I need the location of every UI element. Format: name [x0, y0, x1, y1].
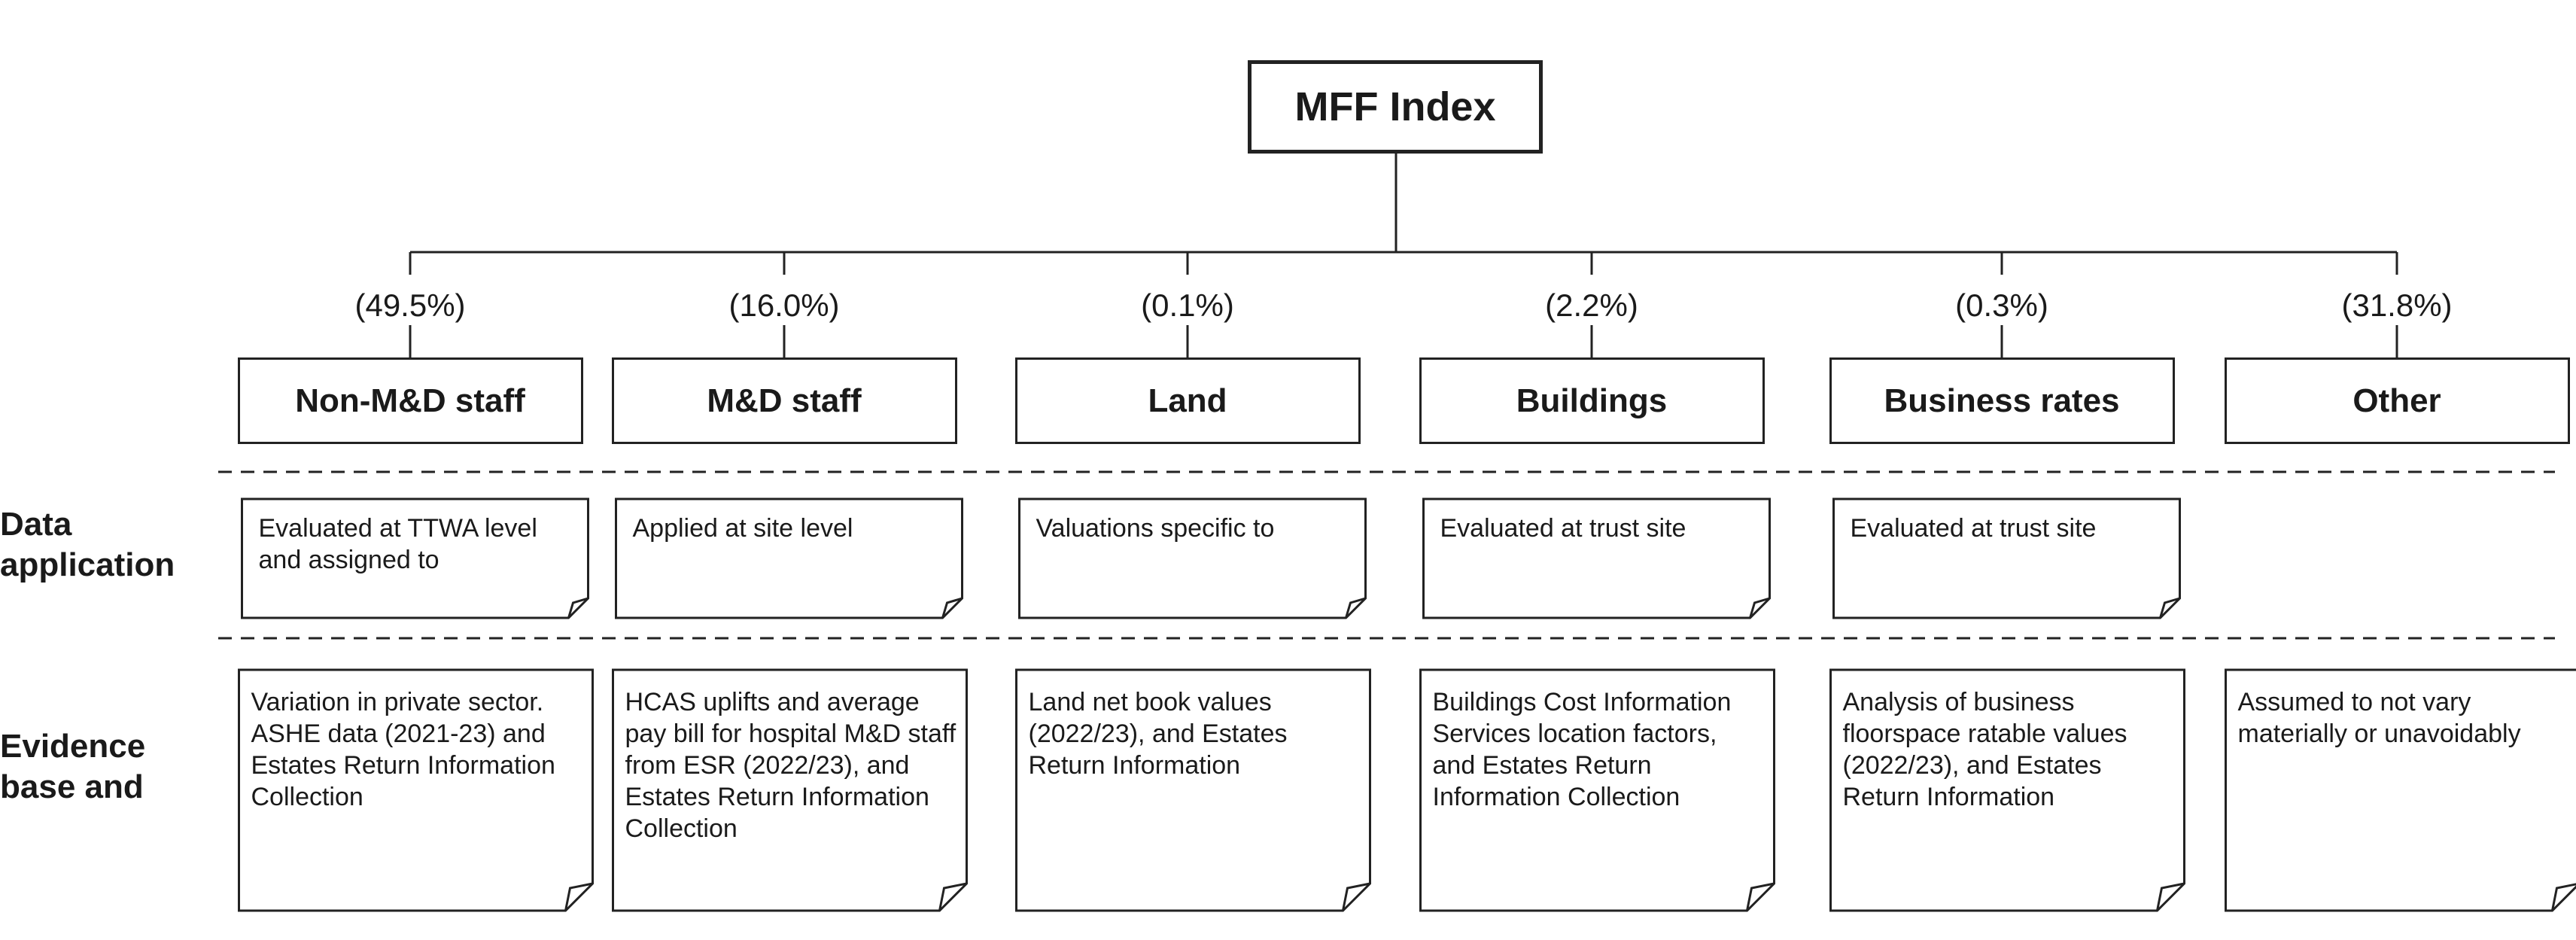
data-application-note-buildings: Evaluated at trust site: [1424, 499, 1770, 618]
note-text: Land net book values (2022/23), and Esta…: [1028, 688, 1288, 780]
weight-other: (31.8%): [2341, 287, 2453, 323]
category-label: Other: [2352, 382, 2441, 419]
category-label: Land: [1148, 382, 1227, 419]
category-node-buildings: Buildings: [1419, 357, 1765, 444]
data-application-note-2-fold: [1345, 597, 1366, 619]
evidence-note-1-fold: [938, 882, 967, 911]
category-node-md-staff: M&D staff: [611, 357, 957, 444]
category-node-non-md-staff: Non-M&D staff: [237, 357, 583, 444]
note-text: HCAS uplifts and average pay bill for ho…: [625, 688, 956, 843]
evidence-note-0-fold: [564, 882, 593, 911]
weight-business-rates: (0.3%): [1955, 287, 2048, 323]
data-application-note-4-fold: [2159, 597, 2180, 619]
note-text: Assumed to not vary materially or unavoi…: [2237, 688, 2521, 748]
evidence-note-buildings: Buildings Cost Information Services loca…: [1421, 670, 1775, 911]
note-text: Valuations specific to: [1036, 514, 1275, 543]
evidence-note-5-shape: [2225, 668, 2576, 912]
data-application-note-land: Valuations specific to: [1020, 499, 1366, 618]
note-text: Evaluated at trust site: [1850, 514, 2097, 543]
data-application-note-0-fold: [567, 597, 588, 619]
note-text: Variation in private sector. ASHE data (…: [251, 688, 555, 811]
category-node-other: Other: [2224, 357, 2570, 444]
evidence-note-3-fold: [1746, 882, 1775, 911]
evidence-note-0-shape: [238, 668, 594, 912]
note-text: Applied at site level: [632, 514, 853, 543]
data-application-note-1-fold: [941, 597, 963, 619]
data-application-note-business-rates: Evaluated at trust site: [1834, 499, 2180, 618]
evidence-note-2-shape: [1015, 668, 1371, 912]
evidence-note-1-shape: [612, 668, 968, 912]
note-text: Buildings Cost Information Services loca…: [1432, 688, 1732, 811]
weight-md-staff: (16.0%): [728, 287, 840, 323]
category-label: Business rates: [1884, 382, 2120, 419]
evidence-note-other: Assumed to not vary materially or unavoi…: [2226, 670, 2576, 911]
weight-land: (0.1%): [1141, 287, 1234, 323]
note-text: Evaluated at TTWA level and assigned to: [258, 514, 537, 574]
evidence-note-3-shape: [1419, 668, 1775, 912]
evidence-note-business-rates: Analysis of business floorspace ratable …: [1831, 670, 2185, 911]
note-text: Analysis of business floorspace ratable …: [1842, 688, 2127, 811]
data-application-note-md-staff: Applied at site level: [616, 499, 963, 618]
category-node-business-rates: Business rates: [1829, 357, 2175, 444]
category-node-land: Land: [1014, 357, 1361, 444]
evidence-note-non-md-staff: Variation in private sector. ASHE data (…: [239, 670, 593, 911]
evidence-note-2-fold: [1342, 882, 1370, 911]
data-application-note-1-shape: [615, 497, 963, 619]
data-application-note-4-shape: [1832, 497, 2181, 619]
data-application-note-3-fold: [1749, 597, 1770, 619]
category-label: Buildings: [1516, 382, 1668, 419]
weight-buildings: (2.2%): [1545, 287, 1638, 323]
evidence-note-4-shape: [1829, 668, 2185, 912]
category-label: M&D staff: [707, 382, 862, 419]
note-text: Evaluated at trust site: [1440, 514, 1686, 543]
data-application-note-3-shape: [1422, 497, 1771, 619]
weight-non-md-staff: (49.5%): [354, 287, 466, 323]
evidence-note-land: Land net book values (2022/23), and Esta…: [1017, 670, 1370, 911]
row-label-data-application: Data application: [0, 506, 175, 583]
root-node-label: MFF Index: [1294, 84, 1496, 129]
category-label: Non-M&D staff: [295, 382, 525, 419]
evidence-note-4-fold: [2156, 882, 2185, 911]
data-application-note-2-shape: [1018, 497, 1367, 619]
evidence-note-5-fold: [2551, 883, 2576, 911]
data-application-note-0-shape: [241, 497, 589, 619]
evidence-note-md-staff: HCAS uplifts and average pay bill for ho…: [613, 670, 967, 911]
root-node-mff-index: MFF Index: [1248, 60, 1543, 154]
row-label-evidence-base: Evidence base and: [0, 728, 146, 805]
data-application-note-non-md-staff: Evaluated at TTWA level and assigned to: [242, 499, 588, 618]
